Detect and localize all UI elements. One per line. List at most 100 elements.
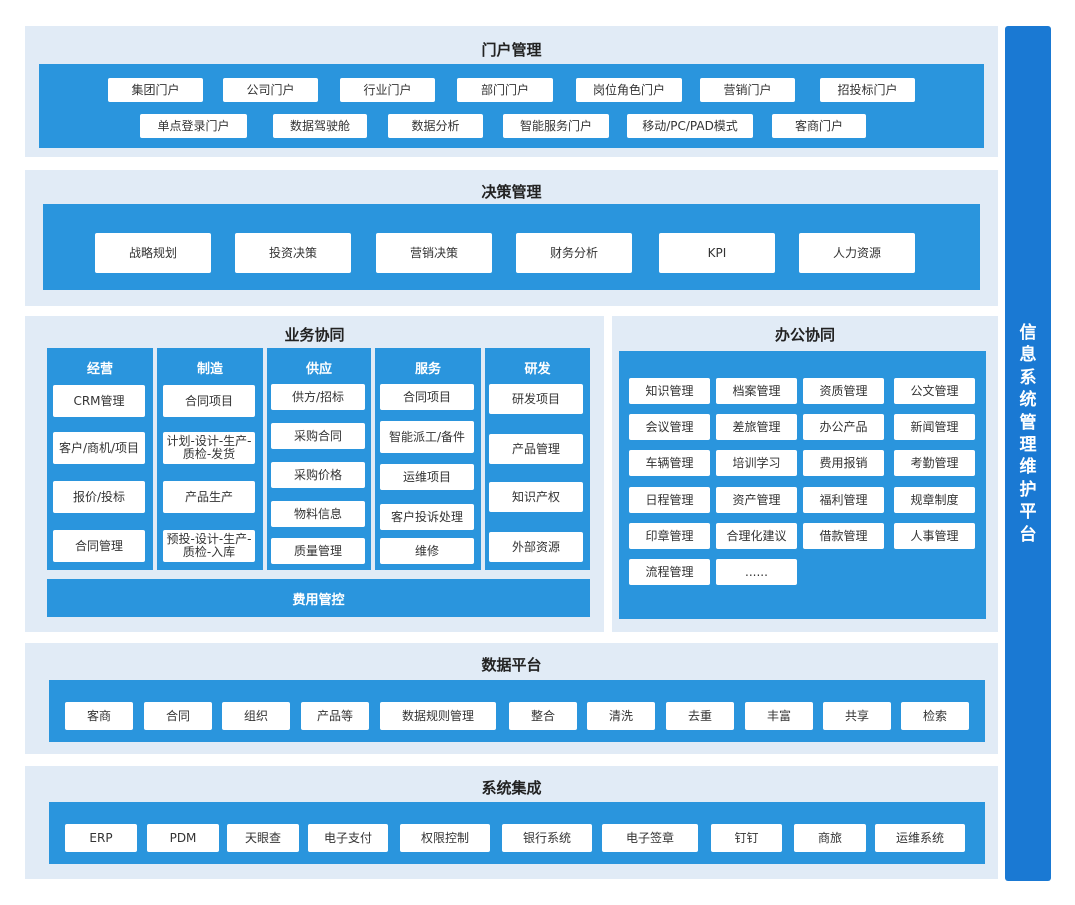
column-item: CRM管理 (53, 385, 145, 417)
data-item: 合同 (144, 702, 212, 730)
column-item: 维修 (380, 538, 474, 564)
decision-item: 投资决策 (235, 233, 351, 273)
column-item: 物料信息 (271, 501, 365, 527)
column-item: 供方/招标 (271, 384, 365, 410)
data-item: 检索 (901, 702, 969, 730)
office-item: 合理化建议 (716, 523, 797, 549)
office-item: 公文管理 (894, 378, 975, 404)
column-title: 制造 (196, 362, 223, 377)
office-section: 办公协同 知识管理 档案管理 资质管理 公文管理 会议管理 差旅管理 办公产品 … (612, 316, 998, 632)
office-title: 办公协同 (774, 326, 835, 344)
data-item: 数据规则管理 (380, 702, 496, 730)
data-platform-section: 数据平台 客商 合同 组织 产品等 数据规则管理 整合 清洗 去重 丰富 共享 … (25, 643, 998, 754)
portal-item: 数据驾驶舱 (273, 114, 367, 138)
decision-item: 战略规划 (95, 233, 211, 273)
column-title: 服务 (414, 362, 441, 377)
office-item: 考勤管理 (894, 450, 975, 476)
column-item: 合同项目 (380, 384, 474, 410)
maintenance-platform-label: 信息系统管理维护平台 (1019, 323, 1037, 545)
office-item: 日程管理 (629, 487, 710, 513)
business-column-zhizao: 制造 合同项目 计划-设计-生产-质检-发货 产品生产 预投-设计-生产-质检-… (157, 348, 263, 570)
office-item: 知识管理 (629, 378, 710, 404)
data-item: 去重 (666, 702, 734, 730)
office-item: 培训学习 (716, 450, 797, 476)
office-item: ...... (716, 559, 797, 585)
decision-section: 决策管理 战略规划 投资决策 营销决策 财务分析 KPI 人力资源 (25, 170, 998, 306)
column-item: 研发项目 (489, 384, 583, 414)
integration-title: 系统集成 (481, 779, 542, 797)
column-item: 预投-设计-生产-质检-入库 (163, 530, 255, 562)
office-item: 人事管理 (894, 523, 975, 549)
office-item: 差旅管理 (716, 414, 797, 440)
office-item: 办公产品 (803, 414, 884, 440)
column-title: 研发 (524, 362, 551, 377)
column-item: 外部资源 (489, 532, 583, 562)
portal-item: 客商门户 (772, 114, 866, 138)
business-section: 业务协同 经营 CRM管理 客户/商机/项目 报价/投标 合同管理 制造 合同项… (25, 316, 604, 632)
column-item: 产品生产 (163, 481, 255, 513)
column-item: 采购合同 (271, 423, 365, 449)
integration-item: 电子签章 (602, 824, 698, 852)
office-item: 车辆管理 (629, 450, 710, 476)
data-item: 丰富 (745, 702, 813, 730)
data-item: 客商 (65, 702, 133, 730)
column-item: 报价/投标 (53, 481, 145, 513)
portal-item: 数据分析 (388, 114, 483, 138)
column-item: 采购价格 (271, 462, 365, 488)
decision-item: KPI (659, 233, 775, 273)
maintenance-platform-bar: 信息系统管理维护平台 (1005, 26, 1051, 881)
data-item: 共享 (823, 702, 891, 730)
office-item: 费用报销 (803, 450, 884, 476)
decision-item: 财务分析 (516, 233, 632, 273)
business-column-fuwu: 服务 合同项目 智能派工/备件 运维项目 客户投诉处理 维修 (375, 348, 481, 570)
integration-item: 权限控制 (400, 824, 490, 852)
cost-control-bar: 费用管控 (47, 579, 590, 617)
office-item: 资质管理 (803, 378, 884, 404)
column-title: 经营 (86, 362, 113, 377)
integration-item: 运维系统 (875, 824, 965, 852)
portal-band: 集团门户 公司门户 行业门户 部门门户 岗位角色门户 营销门户 招投标门户 单点… (39, 64, 984, 148)
data-item: 产品等 (301, 702, 369, 730)
business-column-gongying: 供应 供方/招标 采购合同 采购价格 物料信息 质量管理 (267, 348, 371, 570)
data-item: 整合 (509, 702, 577, 730)
portal-item: 行业门户 (340, 78, 435, 102)
integration-band: ERP PDM 天眼查 电子支付 权限控制 银行系统 电子签章 钉钉 商旅 运维… (49, 802, 985, 864)
portal-item: 岗位角色门户 (576, 78, 682, 102)
office-band: 知识管理 档案管理 资质管理 公文管理 会议管理 差旅管理 办公产品 新闻管理 … (619, 351, 986, 619)
integration-item: PDM (147, 824, 219, 852)
office-item: 福利管理 (803, 487, 884, 513)
integration-item: 银行系统 (502, 824, 592, 852)
data-platform-band: 客商 合同 组织 产品等 数据规则管理 整合 清洗 去重 丰富 共享 检索 (49, 680, 985, 742)
column-item: 知识产权 (489, 482, 583, 512)
decision-item: 人力资源 (799, 233, 915, 273)
office-item: 新闻管理 (894, 414, 975, 440)
office-item: 借款管理 (803, 523, 884, 549)
column-item: 产品管理 (489, 434, 583, 464)
column-title: 供应 (305, 362, 332, 377)
column-item: 合同管理 (53, 530, 145, 562)
column-item: 客户/商机/项目 (53, 432, 145, 464)
office-item: 印章管理 (629, 523, 710, 549)
column-item: 运维项目 (380, 464, 474, 490)
column-item: 计划-设计-生产-质检-发货 (163, 432, 255, 464)
column-item: 合同项目 (163, 385, 255, 417)
portal-item: 招投标门户 (820, 78, 915, 102)
portal-item: 公司门户 (223, 78, 318, 102)
integration-item: 钉钉 (711, 824, 782, 852)
integration-item: 商旅 (794, 824, 866, 852)
business-column-yanfa: 研发 研发项目 产品管理 知识产权 外部资源 (485, 348, 590, 570)
data-item: 清洗 (587, 702, 655, 730)
portal-section: 门户管理 集团门户 公司门户 行业门户 部门门户 岗位角色门户 营销门户 招投标… (25, 26, 998, 157)
integration-item: ERP (65, 824, 137, 852)
office-item: 资产管理 (716, 487, 797, 513)
data-item: 组织 (222, 702, 290, 730)
portal-item: 部门门户 (457, 78, 553, 102)
integration-item: 电子支付 (308, 824, 388, 852)
business-column-jingying: 经营 CRM管理 客户/商机/项目 报价/投标 合同管理 (47, 348, 153, 570)
column-item: 智能派工/备件 (380, 421, 474, 453)
office-item: 流程管理 (629, 559, 710, 585)
integration-section: 系统集成 ERP PDM 天眼查 电子支付 权限控制 银行系统 电子签章 钉钉 … (25, 766, 998, 879)
decision-band: 战略规划 投资决策 营销决策 财务分析 KPI 人力资源 (43, 204, 980, 290)
decision-item: 营销决策 (376, 233, 492, 273)
office-item: 档案管理 (716, 378, 797, 404)
